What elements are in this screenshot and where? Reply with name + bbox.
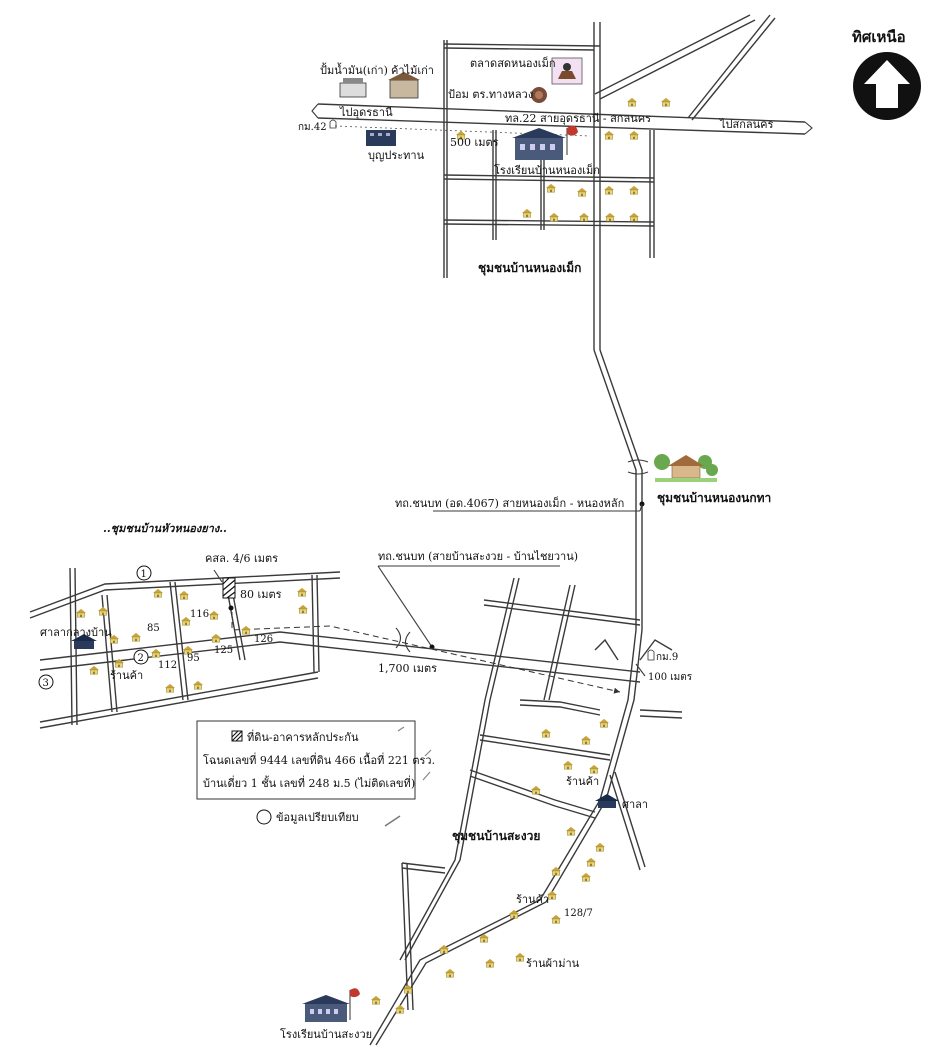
legend-compare: ข้อมูลเปรียบเทียบ <box>276 811 359 824</box>
building-icon[interactable] <box>366 130 396 146</box>
lower-road-network <box>369 577 683 1046</box>
north-indicator: ทิศเหนือ <box>852 28 921 120</box>
num-1287: 128/7 <box>564 908 593 919</box>
school-sangai-icon[interactable] <box>302 988 360 1022</box>
num-126: 126 <box>254 634 273 645</box>
road-sangai-label: ทถ.ชนบท (สายบ้านสะงวย - บ้านไชยวาน) <box>378 550 578 563</box>
ksl-label: คสล. 4/6 เมตร <box>205 552 278 565</box>
shop1-label: ร้านค้า <box>566 775 599 788</box>
num-112: 112 <box>158 660 177 671</box>
dist1700-label: 1,700 เมตร <box>378 662 437 675</box>
middle-area: ชุมชนบ้านหนองนกทา ทถ.ชนบท (อด.4067) สายห… <box>377 454 771 650</box>
north-label: ทิศเหนือ <box>852 28 906 46</box>
highway22-label: ทล.22 สายอุดรธานี - สกลนคร <box>505 112 651 125</box>
subject-property-marker[interactable] <box>213 569 236 611</box>
community-hua-label: ..ชุมชนบ้านหัวหนองยาง.. <box>103 522 227 536</box>
to-sakon-label: ไปสกลนคร <box>719 118 774 131</box>
shop2-label: ร้านค้า <box>516 893 549 906</box>
dist100-label: 100 เมตร <box>648 672 693 683</box>
legend-line2: โฉนดเลขที่ 9444 เลขที่ดิน 466 เนื้อที่ 2… <box>203 752 435 767</box>
km9-label: กม.9 <box>656 652 678 663</box>
community-nongmek-label: ชุมชนบ้านหนองเม็ก <box>478 260 581 276</box>
comparison-marker-3[interactable]: 3 <box>38 674 54 690</box>
community-nongnokta-label: ชุมชนบ้านหนองนกทา <box>657 491 771 506</box>
police-box-label: ป้อม ตร.ทางหลวง <box>448 88 533 101</box>
svg-text:2: 2 <box>138 653 144 664</box>
dist80-label: 80 เมตร <box>240 588 282 601</box>
num-95: 95 <box>187 653 200 664</box>
sala-label: ศาลา <box>622 798 648 811</box>
wood-shop-icon[interactable] <box>388 72 420 99</box>
left-labels: ..ชุมชนบ้านหัวหนองยาง.. คสล. 4/6 เมตร 80… <box>40 522 437 682</box>
sala-village-icon[interactable] <box>71 634 97 649</box>
legend: ที่ดิน-อาคารหลักประกัน โฉนดเลขที่ 9444 เ… <box>196 720 435 827</box>
lower-labels: ร้านค้า ศาลา ชุมชนบ้านสะงวย ร้านค้า 128/… <box>280 775 648 1041</box>
road4067-label: ทถ.ชนบท (อด.4067) สายหนองเม็ก - หนองหลัก <box>395 496 624 510</box>
shop-label: ร้านค้า <box>110 669 143 682</box>
school-icon[interactable] <box>512 125 578 160</box>
km42-label: กม.42 <box>298 122 327 133</box>
dist500-label: 500 เมตร <box>450 136 499 149</box>
school-sangai-label: โรงเรียนบ้านสะงวย <box>280 1027 372 1041</box>
num-85: 85 <box>147 623 160 634</box>
market-label: ตลาดสดหนองเม็ก <box>470 56 555 70</box>
left-road-network <box>29 567 641 729</box>
svg-text:3: 3 <box>43 678 49 689</box>
to-udon-label: ไปอุดรธานี <box>339 106 393 119</box>
comparison-marker-2[interactable]: 2 <box>133 649 149 665</box>
shop-cloth-label: ร้านผ้าม่าน <box>526 957 580 970</box>
legend-line1: ที่ดิน-อาคารหลักประกัน <box>247 729 359 744</box>
school-nongmek-label: โรงเรียนบ้านหนองเม็ก <box>494 163 600 177</box>
num-116: 116 <box>190 609 209 620</box>
police-box-icon[interactable] <box>531 87 547 103</box>
sala-village-label: ศาลากลางบ้าน <box>40 626 112 639</box>
comparison-marker-1[interactable]: 1 <box>136 565 152 581</box>
svg-text:1: 1 <box>141 569 147 580</box>
top-labels: ตลาดสดหนองเม็ก ปั้มน้ำมัน(เก่า) ค้าไม้เก… <box>298 56 774 276</box>
gas-station-icon[interactable] <box>339 78 367 98</box>
km-marker-icon <box>329 119 337 129</box>
bunprathan-label: บุญประทาน <box>368 149 425 162</box>
legend-line3: บ้านเดี่ยว 1 ชั้น เลขที่ 248 ม.5 (ไม่ติด… <box>203 775 415 790</box>
sala-icon[interactable] <box>595 794 619 808</box>
num-125: 125 <box>214 645 233 656</box>
km9-marker: กม.9 100 เมตร <box>635 649 693 683</box>
community-sangai-label: ชุมชนบ้านสะงวย <box>452 829 540 844</box>
comparison-markers: 1 2 3 <box>38 565 152 690</box>
top-road-network <box>311 14 813 630</box>
gas-station-label: ปั้มน้ำมัน(เก่า) <box>320 62 388 77</box>
market-icon[interactable] <box>551 57 583 85</box>
wood-shop-label: ค้าไม้เก่า <box>391 64 434 77</box>
village-icon[interactable] <box>654 454 718 482</box>
top-icons <box>329 57 583 160</box>
